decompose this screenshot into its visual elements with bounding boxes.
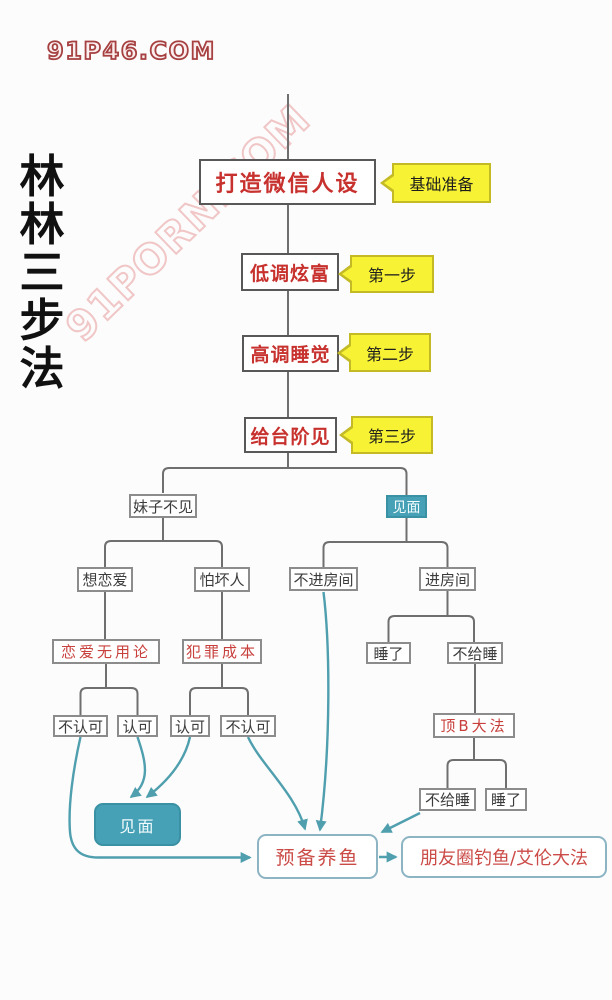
node-disagree-b: 不认可 <box>220 715 276 737</box>
node-persona: 打造微信人设 <box>199 159 376 205</box>
node-give-stairs: 给台阶见 <box>244 417 337 453</box>
gray-tree-lines <box>79 94 507 788</box>
teal-arrow-lines <box>68 591 421 864</box>
node-meet-top: 见面 <box>386 495 427 518</box>
node-slept-a: 睡了 <box>366 642 411 664</box>
node-ding-b: 顶B大法 <box>433 713 515 738</box>
node-crime-cost: 犯罪成本 <box>182 639 262 664</box>
page-title: 林林三步法 <box>19 150 65 395</box>
callout-step1: 第一步 <box>338 255 434 293</box>
node-fear-bad: 怕坏人 <box>194 567 250 592</box>
node-sleep-loud: 高调睡觉 <box>242 335 339 372</box>
callout-step3: 第三步 <box>339 416 433 454</box>
node-want-love: 想恋爱 <box>77 567 133 592</box>
node-love-useless: 恋爱无用论 <box>52 639 160 664</box>
node-flaunt: 低调炫富 <box>241 253 339 291</box>
node-no-sleep-b: 不给睡 <box>419 788 476 811</box>
node-girl-no-meet: 妹子不见 <box>129 494 197 518</box>
node-no-enter-room: 不进房间 <box>289 567 358 591</box>
node-slept-b: 睡了 <box>485 788 527 811</box>
node-enter-room: 进房间 <box>419 567 476 591</box>
node-meet-bottom: 见面 <box>94 803 181 846</box>
callout-step2: 第二步 <box>337 333 431 372</box>
callout-prep: 基础准备 <box>380 163 491 203</box>
node-no-sleep-a: 不给睡 <box>447 642 503 664</box>
node-agree-b: 认可 <box>170 715 210 737</box>
site-badge-watermark: 91P46.COM <box>46 36 216 66</box>
node-prep-fishing: 预备养鱼 <box>257 834 378 879</box>
node-disagree-a: 不认可 <box>53 715 108 737</box>
node-moments-fishing: 朋友圈钓鱼/艾伦大法 <box>401 836 607 878</box>
node-agree-a: 认可 <box>117 715 158 737</box>
